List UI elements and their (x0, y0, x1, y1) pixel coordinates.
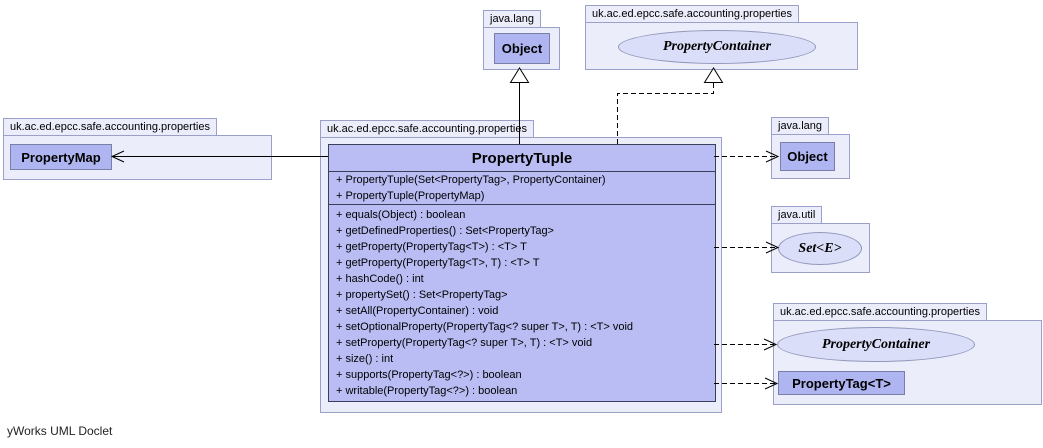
method-row: + setOptionalProperty(PropertyTag<? supe… (336, 321, 634, 333)
constructor-row: + PropertyTuple(PropertyMap) (336, 190, 485, 202)
package-tab-left: uk.ac.ed.epcc.safe.accounting.properties (3, 118, 217, 136)
package-tab-java-lang-right: java.lang (771, 117, 830, 135)
method-row: + propertySet() : Set<PropertyTag> (336, 289, 508, 301)
method-row: + writable(PropertyTag<?>) : boolean (336, 385, 518, 397)
method-row: + size() : int (336, 353, 394, 365)
interface-set[interactable]: Set<E> (778, 232, 862, 265)
package-tab-java-util: java.util (771, 206, 823, 224)
class-object-right[interactable]: Object (780, 142, 835, 171)
package-tab-java-lang-top: java.lang (483, 10, 542, 28)
class-title: PropertyTuple (329, 145, 715, 172)
interface-propertycontainer-right[interactable]: PropertyContainer (777, 327, 975, 362)
dependency-arrow-propertytag (714, 377, 779, 390)
package-tab-main: uk.ac.ed.epcc.safe.accounting.properties (320, 120, 534, 138)
dependency-arrow-object (714, 150, 780, 163)
method-row: + getProperty(PropertyTag<T>, T) : <T> T (336, 257, 540, 269)
realization-arrow-propertycontainer (617, 67, 724, 144)
package-tab-properties-right: uk.ac.ed.epcc.safe.accounting.properties (773, 303, 987, 321)
class-object-top[interactable]: Object (494, 33, 550, 64)
package-tab-properties-top: uk.ac.ed.epcc.safe.accounting.properties (585, 5, 799, 23)
method-row: + hashCode() : int (336, 273, 424, 285)
constructor-section: + PropertyTuple(Set<PropertyTag>, Proper… (329, 172, 715, 205)
constructor-row: + PropertyTuple(Set<PropertyTag>, Proper… (336, 174, 606, 186)
method-row: + getDefinedProperties() : Set<PropertyT… (336, 225, 554, 237)
method-row: + setProperty(PropertyTag<? super T>, T)… (336, 337, 593, 349)
dependency-arrow-propertycontainer (714, 338, 778, 351)
method-row: + equals(Object) : boolean (336, 209, 466, 221)
footer-caption: yWorks UML Doclet (7, 424, 113, 438)
interface-propertycontainer-top[interactable]: PropertyContainer (618, 30, 816, 64)
method-row: + getProperty(PropertyTag<T>) : <T> T (336, 241, 527, 253)
class-propertymap[interactable]: PropertyMap (10, 144, 112, 170)
method-row: + setAll(PropertyContainer) : void (336, 305, 499, 317)
method-section: + equals(Object) : boolean + getDefinedP… (329, 205, 715, 401)
class-propertytuple[interactable]: PropertyTuple + PropertyTuple(Set<Proper… (328, 144, 716, 402)
class-propertytag[interactable]: PropertyTag<T> (778, 371, 905, 395)
method-row: + supports(PropertyTag<?>) : boolean (336, 369, 522, 381)
dependency-arrow-set (714, 241, 780, 254)
